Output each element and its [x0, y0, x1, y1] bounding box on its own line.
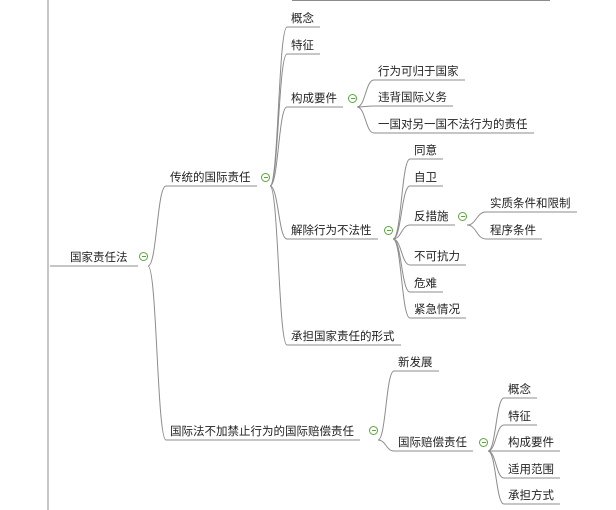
node-international-liability-connector — [377, 439, 395, 452]
node-procedural-conditions[interactable]: 程序条件 — [490, 223, 536, 237]
collapse-minus-icon[interactable] — [348, 94, 357, 103]
node-features[interactable]: 特征 — [291, 38, 314, 52]
collapse-minus-icon[interactable] — [384, 226, 393, 235]
collapse-minus-icon[interactable] — [139, 252, 148, 261]
node-liability-concept-connector — [487, 397, 505, 452]
node-liability-scope-connector — [487, 450, 505, 479]
node-substantive-conditions-connector — [466, 211, 487, 226]
node-liability-modes-connector — [487, 450, 505, 505]
collapse-minus-icon[interactable] — [369, 426, 378, 435]
node-liability-not-prohibited[interactable]: 国际法不加禁止行为的国际赔偿责任 — [170, 424, 354, 438]
node-traditional-responsibility-connector — [147, 185, 167, 267]
node-responsibility-for-another-state[interactable]: 一国对另一国不法行为的责任 — [378, 117, 528, 131]
collapse-minus-icon[interactable] — [261, 173, 270, 182]
node-force-majeure[interactable]: 不可抗力 — [414, 249, 460, 263]
node-elements[interactable]: 构成要件 — [291, 91, 337, 105]
node-liability-not-prohibited-connector — [147, 265, 167, 441]
node-new-developments-connector — [377, 370, 395, 441]
node-liability-features-connector — [487, 424, 505, 452]
node-substantive-conditions[interactable]: 实质条件和限制 — [490, 196, 571, 210]
node-breach-obligation[interactable]: 违背国际义务 — [378, 90, 447, 104]
node-necessity-connector — [392, 238, 411, 319]
node-features-connector — [269, 53, 288, 187]
node-concept[interactable]: 概念 — [291, 11, 314, 25]
node-concept-connector — [269, 26, 288, 187]
node-countermeasures-connector — [392, 224, 411, 240]
node-distress[interactable]: 危难 — [414, 276, 437, 290]
node-liability-modes[interactable]: 承担方式 — [508, 488, 554, 502]
node-attributable-to-state[interactable]: 行为可归于国家 — [378, 64, 459, 78]
node-precluding-wrongfulness-connector — [269, 185, 288, 240]
node-liability-scope[interactable]: 适用范围 — [508, 462, 554, 476]
node-consent-connector — [392, 158, 411, 240]
node-precluding-wrongfulness[interactable]: 解除行为不法性 — [291, 223, 372, 237]
node-forms-of-responsibility-connector — [269, 185, 288, 346]
collapse-minus-icon[interactable] — [479, 438, 488, 447]
node-root[interactable]: 国家责任法 — [70, 250, 128, 264]
node-new-developments[interactable]: 新发展 — [398, 355, 433, 369]
node-attributable-to-state-connector — [356, 79, 375, 108]
node-forms-of-responsibility[interactable]: 承担国家责任的形式 — [291, 329, 395, 343]
node-liability-elements[interactable]: 构成要件 — [508, 435, 554, 449]
collapse-minus-icon[interactable] — [458, 212, 467, 221]
node-responsibility-for-another-state-connector — [356, 106, 375, 134]
node-procedural-conditions-connector — [466, 224, 487, 240]
node-international-liability[interactable]: 国际赔偿责任 — [398, 435, 467, 449]
node-liability-concept[interactable]: 概念 — [508, 382, 531, 396]
node-elements-connector — [269, 106, 288, 187]
node-consent[interactable]: 同意 — [414, 143, 437, 157]
node-countermeasures[interactable]: 反措施 — [414, 209, 449, 223]
node-traditional-responsibility[interactable]: 传统的国际责任 — [170, 170, 251, 184]
node-distress-connector — [392, 238, 411, 293]
node-necessity[interactable]: 紧急情况 — [414, 302, 460, 316]
node-liability-features[interactable]: 特征 — [508, 409, 531, 423]
node-self-defense[interactable]: 自卫 — [414, 170, 437, 184]
node-self-defense-connector — [392, 185, 411, 240]
